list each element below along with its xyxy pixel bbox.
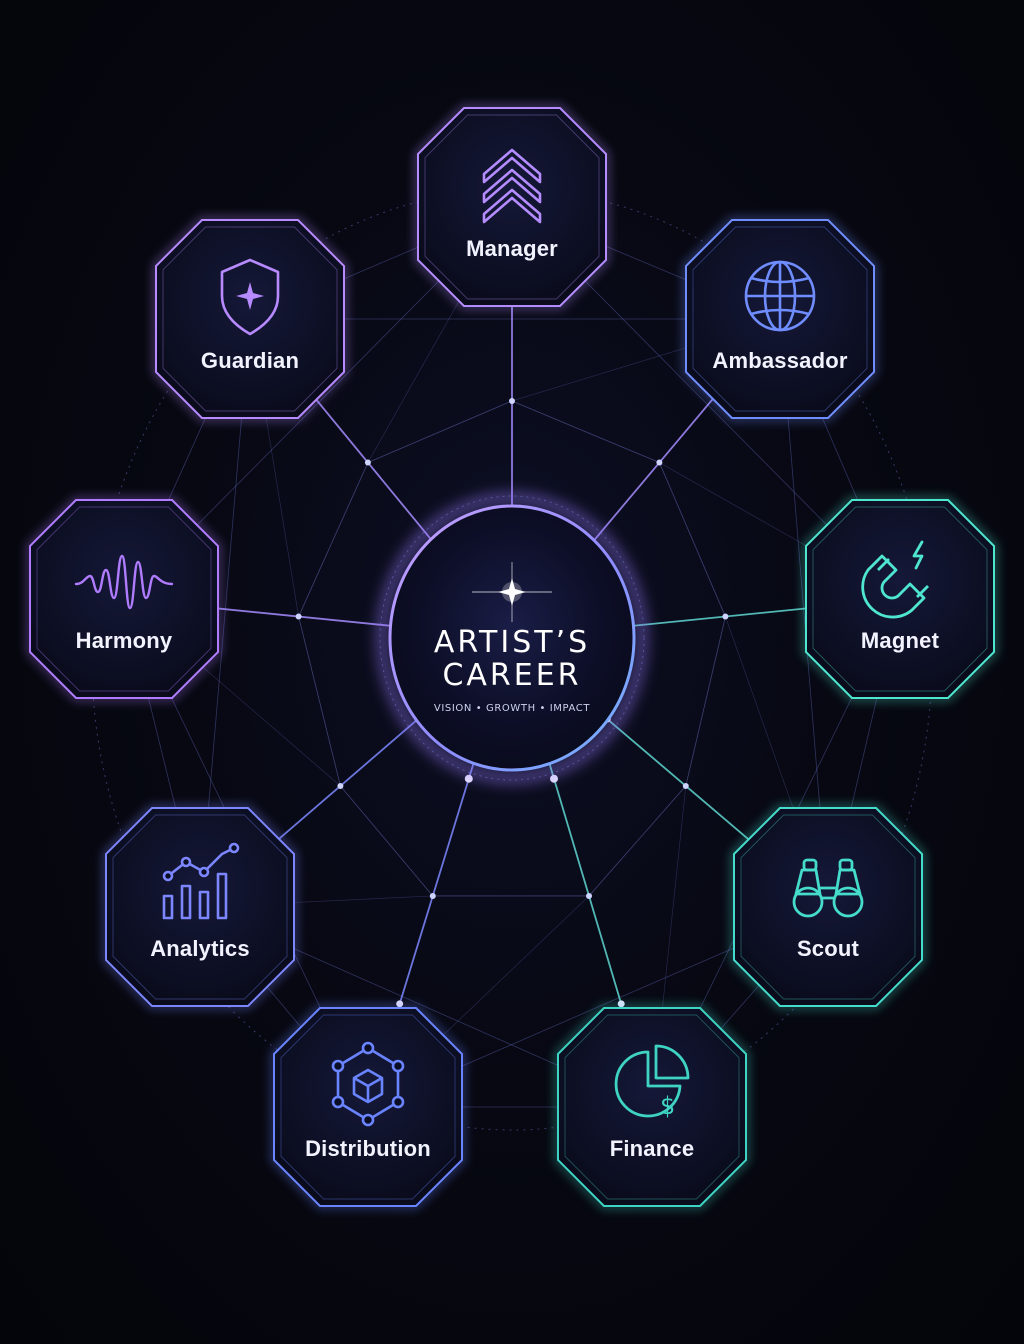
node-guardian[interactable]: Guardian	[153, 217, 347, 421]
connector-dot	[364, 459, 371, 466]
chevrons-up-icon	[472, 144, 552, 224]
node-finance[interactable]: $ Finance	[555, 1005, 749, 1209]
center-hub[interactable]: ARTIST’S CAREER VISION • GROWTH • IMPACT	[377, 493, 647, 783]
connector-dot	[429, 892, 436, 899]
node-label-ambassador: Ambassador	[712, 348, 848, 373]
node-label-magnet: Magnet	[860, 628, 940, 653]
node-label-harmony: Harmony	[75, 628, 173, 653]
connector-dot	[586, 892, 592, 899]
node-analytics[interactable]: Analytics	[103, 805, 297, 1009]
connector-line	[340, 785, 434, 897]
node-scout[interactable]: Scout	[731, 805, 925, 1009]
binoculars-icon	[788, 844, 868, 924]
globe-icon	[740, 256, 820, 336]
hub-title: ARTIST’S CAREER	[384, 626, 640, 692]
hub-ring	[377, 493, 647, 783]
svg-text:$: $	[660, 1092, 675, 1120]
hub-title-line2: CAREER	[442, 658, 582, 693]
connector-dot	[722, 613, 729, 620]
node-label-guardian: Guardian	[200, 348, 300, 373]
connector-dot	[682, 782, 689, 789]
node-label-manager: Manager	[466, 236, 558, 261]
connector-dot	[550, 774, 558, 783]
connector-line	[685, 616, 726, 787]
connector-line	[367, 400, 513, 463]
connector-line	[511, 400, 660, 463]
connector-dot	[295, 613, 302, 620]
node-ambassador[interactable]: Ambassador	[683, 217, 877, 421]
bar-line-chart-icon	[160, 842, 240, 924]
connector-line	[659, 462, 726, 617]
connector-dot	[337, 782, 344, 789]
connector-dot	[509, 397, 515, 404]
shield-star-icon	[210, 256, 290, 336]
node-harmony[interactable]: Harmony	[27, 497, 221, 701]
connector-dot	[656, 459, 663, 466]
connector-line	[298, 616, 341, 787]
node-label-distribution: Distribution	[305, 1136, 431, 1161]
connector-line	[588, 785, 687, 897]
magnet-icon	[860, 536, 940, 619]
node-manager[interactable]: Manager	[415, 105, 609, 309]
sound-wave-icon	[74, 536, 174, 616]
hub-title-line1: ARTIST’S	[433, 625, 591, 660]
network-cube-icon	[328, 1041, 408, 1127]
connector-line	[298, 462, 369, 617]
connector-dot	[464, 774, 473, 783]
sparkle-icon	[472, 562, 552, 622]
node-distribution[interactable]: Distribution	[271, 1005, 465, 1209]
node-label-finance: Finance	[609, 1136, 695, 1161]
node-label-analytics: Analytics	[150, 936, 250, 961]
hub-tagline: VISION • GROWTH • IMPACT	[433, 703, 591, 714]
node-label-scout: Scout	[796, 936, 860, 961]
pie-chart-dollar-icon: $	[612, 1044, 692, 1124]
node-magnet[interactable]: Magnet	[803, 497, 997, 701]
